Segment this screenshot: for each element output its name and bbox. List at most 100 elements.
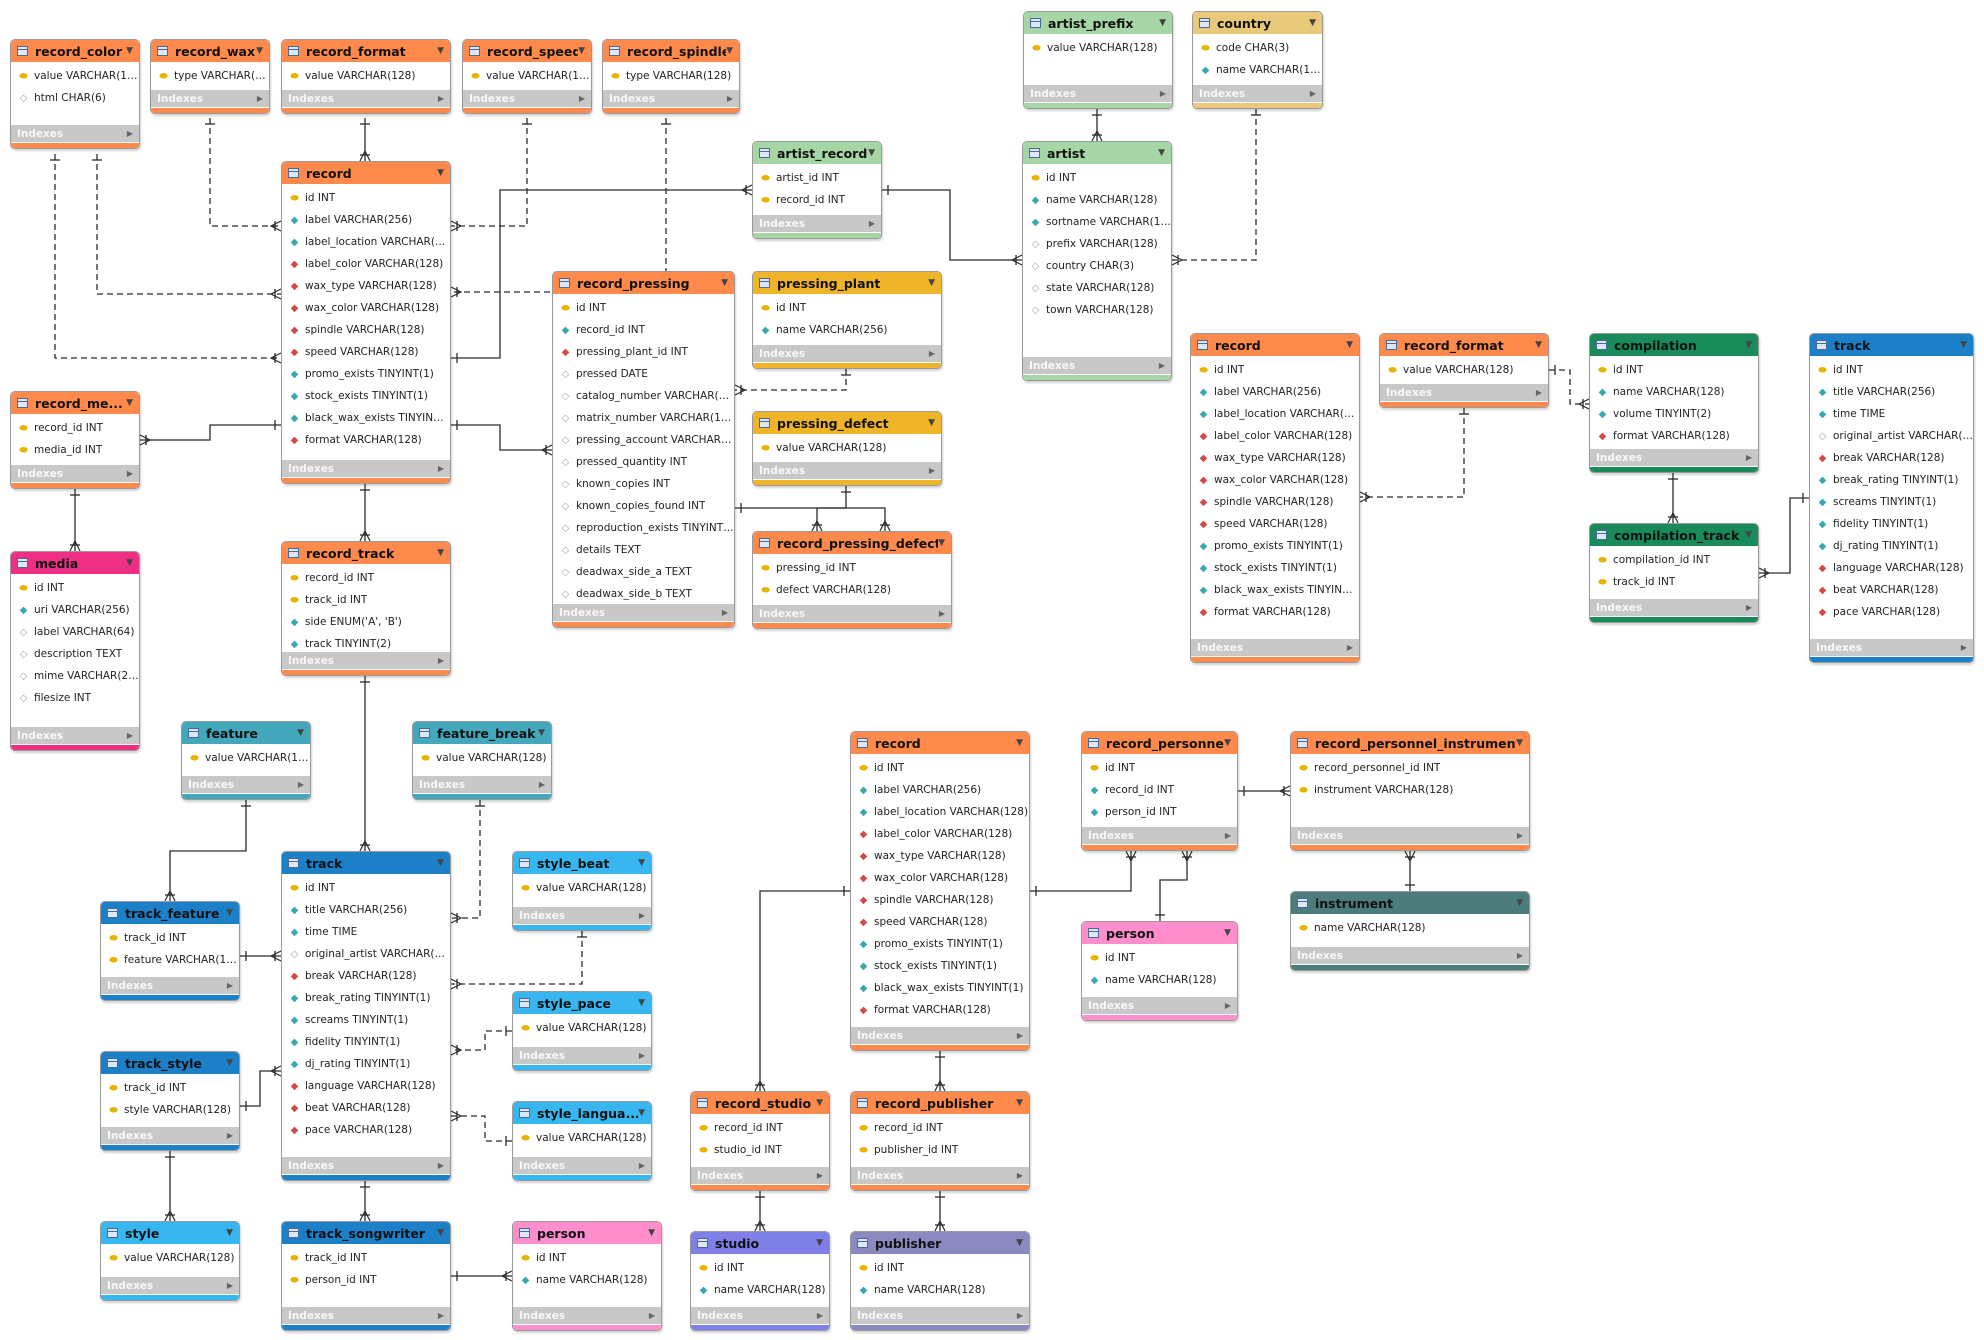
- column-row[interactable]: ⬬id INT: [1810, 359, 1973, 381]
- column-row[interactable]: ◆spindle VARCHAR(128): [282, 319, 450, 341]
- indexes-section[interactable]: Indexes▶: [553, 604, 734, 621]
- rel-record_speed-record[interactable]: [451, 118, 528, 227]
- table-instrument[interactable]: instrument▼⬬name VARCHAR(128)Indexes▶: [1290, 891, 1530, 971]
- collapse-caret-icon[interactable]: ▼: [726, 46, 733, 56]
- table-artist-prefix[interactable]: artist_prefix▼⬬value VARCHAR(128)Indexes…: [1023, 11, 1173, 109]
- indexes-section[interactable]: Indexes▶: [691, 1167, 829, 1184]
- column-row[interactable]: ⬬person_id INT: [282, 1269, 450, 1291]
- table-style-language[interactable]: style_langua...▼⬬value VARCHAR(128)Index…: [512, 1101, 652, 1181]
- collapse-caret-icon[interactable]: ▼: [1745, 340, 1752, 350]
- collapse-caret-icon[interactable]: ▼: [1516, 738, 1523, 748]
- column-row[interactable]: ◇known_copies_found INT: [553, 495, 734, 517]
- column-row[interactable]: ⬬compilation_id INT: [1590, 549, 1758, 571]
- indexes-section[interactable]: Indexes▶: [1590, 599, 1758, 616]
- column-row[interactable]: ◆wax_color VARCHAR(128): [851, 867, 1029, 889]
- expand-arrow-icon[interactable]: ▶: [1224, 1001, 1231, 1010]
- collapse-caret-icon[interactable]: ▼: [226, 1228, 233, 1238]
- column-row[interactable]: ◇pressed_quantity INT: [553, 451, 734, 473]
- table-header[interactable]: artist▼: [1023, 142, 1171, 164]
- table-header[interactable]: style_pace▼: [513, 992, 651, 1014]
- table-header[interactable]: pressing_plant▼: [753, 272, 941, 294]
- column-row[interactable]: ◆speed VARCHAR(128): [1191, 513, 1359, 535]
- table-header[interactable]: person▼: [513, 1222, 661, 1244]
- expand-arrow-icon[interactable]: ▶: [816, 1311, 823, 1320]
- column-row[interactable]: ◆break_rating TINYINT(1): [1810, 469, 1973, 491]
- indexes-section[interactable]: Indexes▶: [1590, 449, 1758, 466]
- column-row[interactable]: ◇filesize INT: [11, 687, 139, 709]
- table-header[interactable]: record_color▼: [11, 40, 139, 62]
- collapse-caret-icon[interactable]: ▼: [638, 858, 645, 868]
- column-row[interactable]: ⬬publisher_id INT: [851, 1139, 1029, 1161]
- column-row[interactable]: ⬬record_id INT: [691, 1117, 829, 1139]
- column-row[interactable]: ◆black_wax_exists TINYINT(1): [1191, 579, 1359, 601]
- expand-arrow-icon[interactable]: ▶: [1158, 361, 1165, 370]
- table-record-personnel[interactable]: record_personnel▼⬬id INT◆record_id INT◆p…: [1081, 731, 1238, 851]
- table-feature[interactable]: feature▼⬬value VARCHAR(128)Indexes▶: [181, 721, 311, 800]
- indexes-section[interactable]: Indexes▶: [1082, 997, 1237, 1014]
- indexes-section[interactable]: Indexes▶: [1380, 384, 1548, 401]
- column-row[interactable]: ◆label VARCHAR(256): [1191, 381, 1359, 403]
- table-header[interactable]: record_format▼: [282, 40, 450, 62]
- column-row[interactable]: ⬬value VARCHAR(128): [413, 747, 551, 769]
- collapse-caret-icon[interactable]: ▼: [816, 1238, 823, 1248]
- table-header[interactable]: track▼: [1810, 334, 1973, 356]
- table-artist-record[interactable]: artist_record▼⬬artist_id INT⬬record_id I…: [752, 141, 882, 239]
- collapse-caret-icon[interactable]: ▼: [1535, 340, 1542, 350]
- collapse-caret-icon[interactable]: ▼: [226, 1058, 233, 1068]
- column-row[interactable]: ◆name VARCHAR(128): [1023, 189, 1171, 211]
- column-row[interactable]: ◇country CHAR(3): [1023, 255, 1171, 277]
- column-row[interactable]: ◆black_wax_exists TINYINT(1): [851, 977, 1029, 999]
- table-track-2[interactable]: track▼⬬id INT◆title VARCHAR(256)◆time TI…: [1809, 333, 1974, 663]
- column-row[interactable]: ⬬track_id INT: [101, 1077, 239, 1099]
- table-style[interactable]: style▼⬬value VARCHAR(128)Indexes▶: [100, 1221, 240, 1301]
- column-row[interactable]: ◆promo_exists TINYINT(1): [851, 933, 1029, 955]
- expand-arrow-icon[interactable]: ▶: [578, 94, 585, 103]
- expand-arrow-icon[interactable]: ▶: [226, 981, 233, 990]
- table-record-personnel-instrument[interactable]: record_personnel_instrument▼⬬record_pers…: [1290, 731, 1530, 851]
- indexes-section[interactable]: Indexes▶: [101, 1277, 239, 1294]
- column-row[interactable]: ⬬id INT: [553, 297, 734, 319]
- table-record-color[interactable]: record_color▼⬬value VARCHAR(128)◇html CH…: [10, 39, 140, 149]
- column-row[interactable]: ◆name VARCHAR(128): [1082, 969, 1237, 991]
- table-header[interactable]: feature▼: [182, 722, 310, 744]
- column-row[interactable]: ◆pace VARCHAR(128): [282, 1119, 450, 1141]
- expand-arrow-icon[interactable]: ▶: [638, 1161, 645, 1170]
- indexes-section[interactable]: Indexes▶: [11, 125, 139, 142]
- expand-arrow-icon[interactable]: ▶: [297, 780, 304, 789]
- rel-record_color-record[interactable]: [54, 154, 281, 359]
- expand-arrow-icon[interactable]: ▶: [1016, 1171, 1023, 1180]
- table-header[interactable]: record▼: [282, 162, 450, 184]
- column-row[interactable]: ◆break VARCHAR(128): [282, 965, 450, 987]
- indexes-section[interactable]: Indexes▶: [753, 345, 941, 362]
- column-row[interactable]: ⬬type VARCHAR(128): [151, 65, 269, 87]
- table-record-format-1[interactable]: record_format▼⬬value VARCHAR(128)Indexes…: [281, 39, 451, 114]
- expand-arrow-icon[interactable]: ▶: [126, 129, 133, 138]
- rel-track-track_style[interactable]: [240, 1070, 281, 1107]
- table-header[interactable]: feature_break▼: [413, 722, 551, 744]
- column-row[interactable]: ◇reproduction_exists TINYINT(1): [553, 517, 734, 539]
- column-row[interactable]: ◇html CHAR(6): [11, 87, 139, 109]
- collapse-caret-icon[interactable]: ▼: [126, 46, 133, 56]
- table-header[interactable]: record_personnel▼: [1082, 732, 1237, 754]
- column-row[interactable]: ⬬id INT: [282, 187, 450, 209]
- collapse-caret-icon[interactable]: ▼: [437, 1228, 444, 1238]
- column-row[interactable]: ◆format VARCHAR(128): [282, 429, 450, 451]
- table-header[interactable]: artist_prefix▼: [1024, 12, 1172, 34]
- column-row[interactable]: ◆track TINYINT(2): [282, 633, 450, 655]
- expand-arrow-icon[interactable]: ▶: [638, 911, 645, 920]
- column-row[interactable]: ⬬id INT: [1023, 167, 1171, 189]
- column-row[interactable]: ⬬value VARCHAR(128): [1024, 37, 1172, 59]
- expand-arrow-icon[interactable]: ▶: [1016, 1311, 1023, 1320]
- collapse-caret-icon[interactable]: ▼: [1745, 530, 1752, 540]
- column-row[interactable]: ◆label_color VARCHAR(128): [282, 253, 450, 275]
- collapse-caret-icon[interactable]: ▼: [437, 548, 444, 558]
- column-row[interactable]: ◆spindle VARCHAR(128): [851, 889, 1029, 911]
- column-row[interactable]: ◆time TIME: [1810, 403, 1973, 425]
- column-row[interactable]: ◇pressing_account VARCHAR(128): [553, 429, 734, 451]
- table-record-speed[interactable]: record_speed▼⬬value VARCHAR(128)Indexes▶: [462, 39, 592, 114]
- table-header[interactable]: record_personnel_instrument▼: [1291, 732, 1529, 754]
- collapse-caret-icon[interactable]: ▼: [648, 1228, 655, 1238]
- column-row[interactable]: ⬬value VARCHAR(128): [513, 1127, 651, 1149]
- collapse-caret-icon[interactable]: ▼: [638, 1108, 645, 1118]
- rel-record-record_media[interactable]: [140, 424, 281, 441]
